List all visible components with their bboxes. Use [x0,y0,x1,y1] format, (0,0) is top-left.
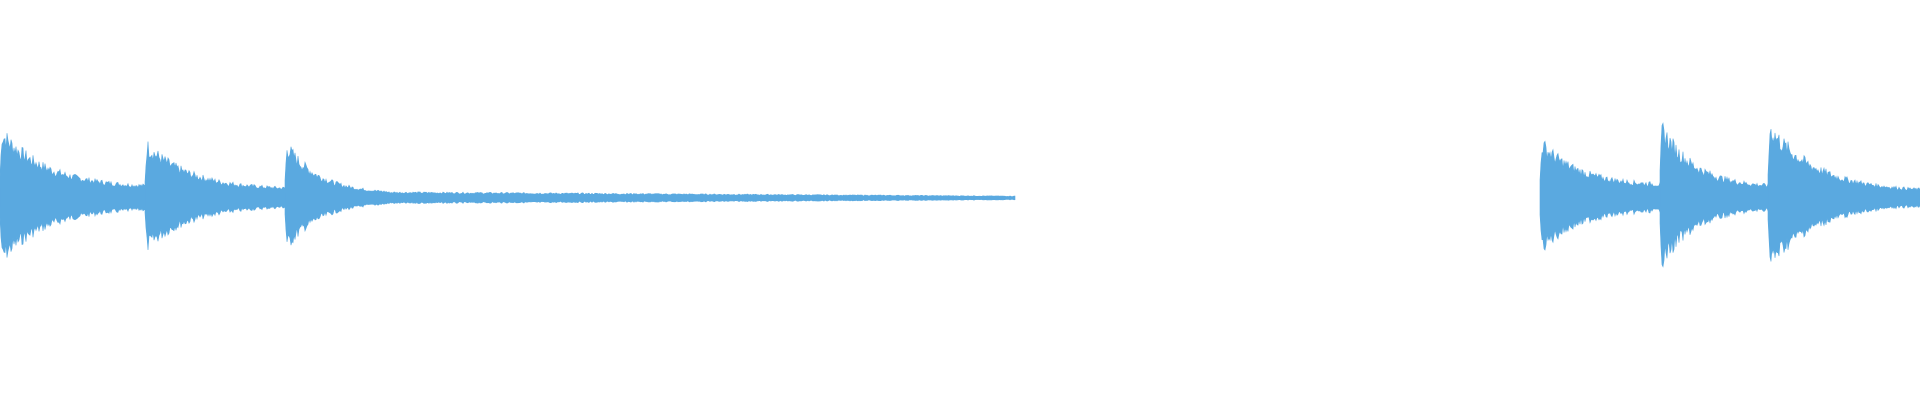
waveform-tail-dot [1005,197,1007,199]
waveform-tail-dot [993,197,995,199]
waveform-segment-3 [284,146,1016,246]
waveform-tail-dot [965,197,967,199]
waveform-segment-1 [0,133,146,258]
waveform-tail-dot [997,197,999,199]
waveform-tail-dot [925,197,927,199]
waveform-tail-dot [973,197,975,199]
waveform-tail-dot [961,197,963,199]
waveform-tail-dot [985,197,987,199]
waveform-tail-dot [1001,197,1003,199]
waveform-tail-dot [977,197,979,199]
waveform-segment-2 [144,141,286,251]
waveform-segment-4 [1539,140,1661,251]
waveform-tail-dot [957,197,959,199]
waveform-tail-dot [941,197,943,199]
waveform-tail-dot [937,197,939,199]
waveform-tail-dot [945,197,947,199]
waveform-segment-5 [1659,122,1769,268]
waveform-tail-dot [989,197,991,199]
waveform-segments [0,122,1920,268]
waveform-segment-6 [1767,128,1920,262]
waveform-tail-dot [953,197,955,199]
waveform-tail-dot [949,197,951,199]
waveform-tail-dot [981,197,983,199]
waveform-tail-dot [1013,197,1015,199]
waveform-tail-dot [933,197,935,199]
waveform-tail-dot [1009,197,1011,199]
waveform-tail-dot [969,197,971,199]
waveform-tail-dot [929,197,931,199]
